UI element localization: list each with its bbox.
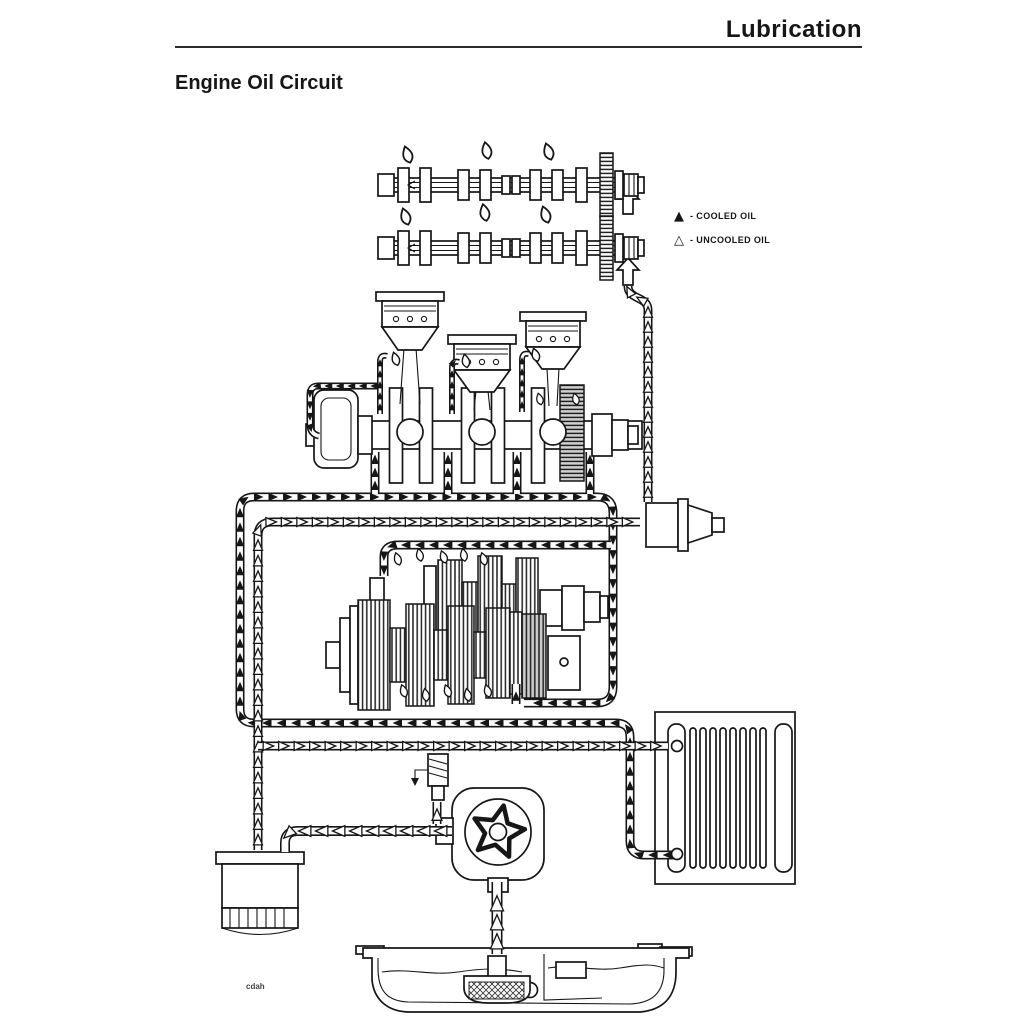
page-title: Engine Oil Circuit (175, 72, 343, 94)
oil-droplet-icon (540, 141, 557, 162)
oil-droplet-icon (414, 547, 426, 563)
uncooled-oil-flow-arrows (489, 894, 505, 950)
piston-1 (375, 291, 445, 446)
oil-squirt-lines (306, 350, 530, 440)
transmission (325, 547, 609, 711)
cooled-oil-flow-arrows (448, 360, 456, 411)
header-rule (175, 46, 862, 48)
figure-code: cdah (246, 982, 265, 991)
legend-label-cooled: - COOLED OIL (690, 211, 757, 221)
cooled-oil-icon: ▲ (674, 208, 684, 224)
camshaft-exhaust (377, 140, 645, 218)
cam-sprocket (599, 215, 614, 281)
cooled-oil-flow-arrows (512, 454, 522, 490)
cooled-oil-flow-arrows (585, 454, 595, 490)
cooled-oil-flow-arrows (370, 454, 380, 490)
oil-pan (355, 943, 693, 1013)
cooled-oil-flow-arrows (379, 540, 607, 575)
uncooled-oil-arrow-large (615, 256, 641, 286)
uncooled-oil-flow-arrows (282, 824, 448, 840)
uncooled-oil-flow-arrows (262, 740, 663, 752)
uncooled-oil-icon: △ (674, 232, 684, 248)
uncooled-oil-flow-arrows (251, 516, 635, 846)
cooled-oil-flow-arrows (376, 359, 384, 411)
uncooled-oil-flow-arrows (626, 285, 654, 498)
pressure-relief-valve (411, 753, 449, 801)
oil-strainer (463, 955, 531, 1004)
legend-item-uncooled: △ - UNCOOLED OIL (674, 232, 770, 248)
cooler-inlet-port (670, 739, 684, 753)
oil-droplet-icon (389, 350, 402, 368)
oil-pump (435, 787, 545, 893)
legend-label-uncooled: - UNCOOLED OIL (690, 235, 771, 245)
uncooled-oil-flow-arrows (431, 807, 443, 821)
camshaft-intake (377, 202, 645, 281)
oil-filter (215, 851, 305, 935)
page-header-title: Lubrication (725, 16, 862, 43)
cooler-fins (689, 727, 767, 869)
oil-droplet-icon (397, 206, 414, 227)
oil-lines (235, 285, 684, 954)
pistons (375, 291, 587, 446)
legend: ▲ - COOLED OIL △ - UNCOOLED OIL (674, 208, 770, 256)
camshafts (377, 140, 645, 281)
crankshaft (305, 384, 643, 484)
cooler-outlet-port (670, 847, 684, 861)
cooled-oil-flow-arrows (306, 382, 379, 433)
cam-sprocket (599, 152, 614, 218)
oil-droplet-icon (537, 204, 554, 225)
cooled-oil-flow-arrows (235, 492, 673, 860)
legend-item-cooled: ▲ - COOLED OIL (674, 208, 770, 224)
oil-droplet-icon (477, 202, 492, 223)
cooled-oil-flow-arrows (518, 357, 526, 409)
oil-droplet-icon (391, 551, 404, 567)
oil-droplet-icon (399, 144, 416, 165)
oil-pressure-switch (645, 498, 725, 552)
cooled-oil-flow-arrows (443, 454, 453, 490)
oil-droplet-icon (479, 140, 494, 161)
cooled-oil-flow-arrows (511, 691, 521, 701)
